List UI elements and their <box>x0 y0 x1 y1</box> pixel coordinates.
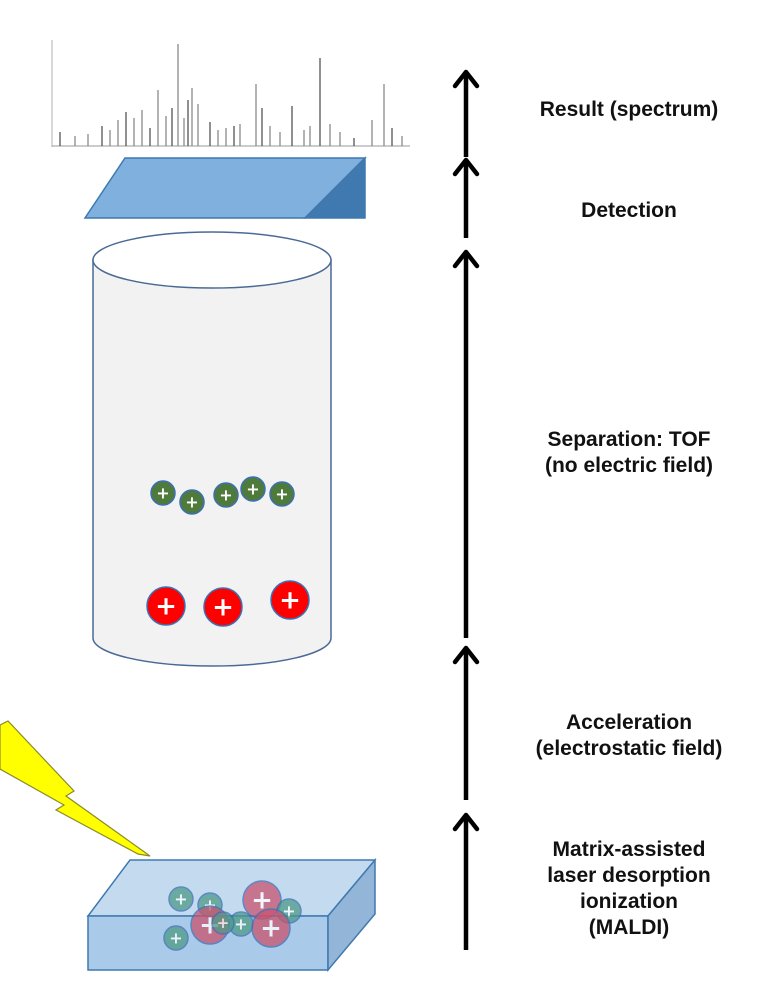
label-ionization: Matrix-assisted laser desorption ionizat… <box>547 838 711 939</box>
arrow-head-icon <box>452 812 480 832</box>
laser-bolt-icon <box>0 720 151 857</box>
label-acceleration: Acceleration (electrostatic field) <box>535 711 723 760</box>
ion-icon: + <box>240 476 266 502</box>
label-detection: Detection <box>581 199 677 222</box>
ion-charge-label: + <box>246 479 259 498</box>
ion-icon: + <box>179 489 205 515</box>
tube-top-ellipse <box>92 231 332 289</box>
mass-spectrum <box>51 40 410 147</box>
spectrum-peaks <box>59 44 403 146</box>
sample-ions: +++++++++ <box>163 880 302 951</box>
ion-icon: + <box>213 482 239 508</box>
ion-charge-label: + <box>251 886 273 916</box>
ion-charge-label: + <box>260 914 282 944</box>
ion-icon: + <box>150 480 176 506</box>
ion-icon: + <box>163 925 189 951</box>
arrow-head-icon <box>452 157 480 177</box>
ion-icon: + <box>211 911 235 935</box>
detector-side-face <box>303 156 366 219</box>
arrow-head-icon <box>452 249 480 269</box>
ion-charge-label: + <box>234 914 247 933</box>
ion-charge-label: + <box>169 928 182 947</box>
ion-icon: + <box>203 587 243 627</box>
ion-charge-label: + <box>185 492 198 511</box>
ion-charge-label: + <box>279 586 301 616</box>
flight-tube <box>92 231 332 667</box>
ion-icon: + <box>168 886 194 912</box>
stage-arrows <box>452 69 480 950</box>
ion-charge-label: + <box>155 592 177 622</box>
label-separation: Separation: TOF (no electric field) <box>544 428 714 477</box>
label-result: Result (spectrum) <box>539 98 719 121</box>
ion-charge-label: + <box>212 593 234 623</box>
ion-charge-label: + <box>217 914 230 932</box>
sample-side-face <box>327 857 376 973</box>
arrow-head-icon <box>452 645 480 665</box>
ion-icon: + <box>269 481 295 507</box>
sample-top-face <box>86 859 377 917</box>
ion-charge-label: + <box>174 889 187 908</box>
detector-plate <box>83 156 367 219</box>
tube-ions: + + + + + + + + <box>146 476 310 627</box>
ion-icon: + <box>270 580 310 620</box>
ion-icon: + <box>146 586 186 626</box>
ion-charge-label: + <box>219 485 232 504</box>
ion-charge-label: + <box>275 484 288 503</box>
ion-charge-label: + <box>156 483 169 502</box>
arrow-head-icon <box>452 69 480 89</box>
ion-icon: + <box>251 908 291 948</box>
tube-body <box>92 259 332 667</box>
